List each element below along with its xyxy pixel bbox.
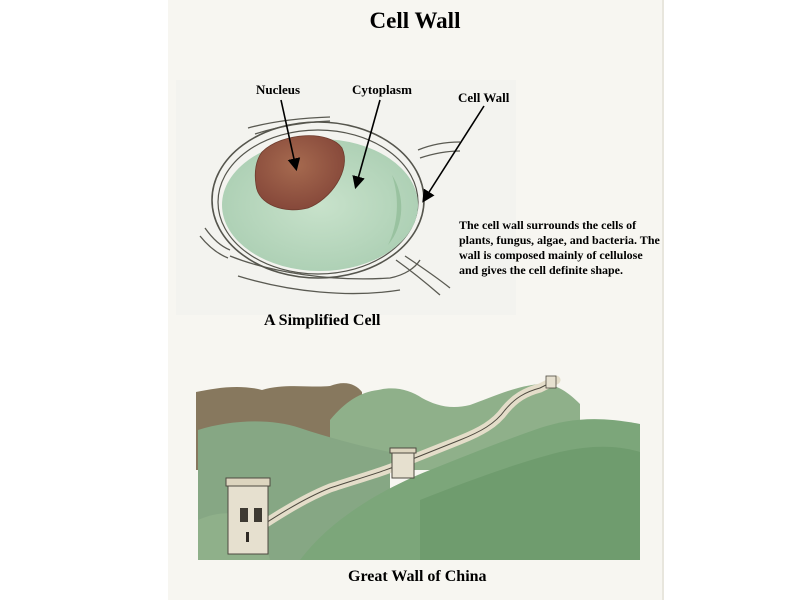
mid-watchtower [390, 448, 416, 478]
far-watchtower [546, 376, 556, 388]
near-watchtower [226, 478, 270, 554]
great-wall-caption: Great Wall of China [348, 568, 487, 586]
